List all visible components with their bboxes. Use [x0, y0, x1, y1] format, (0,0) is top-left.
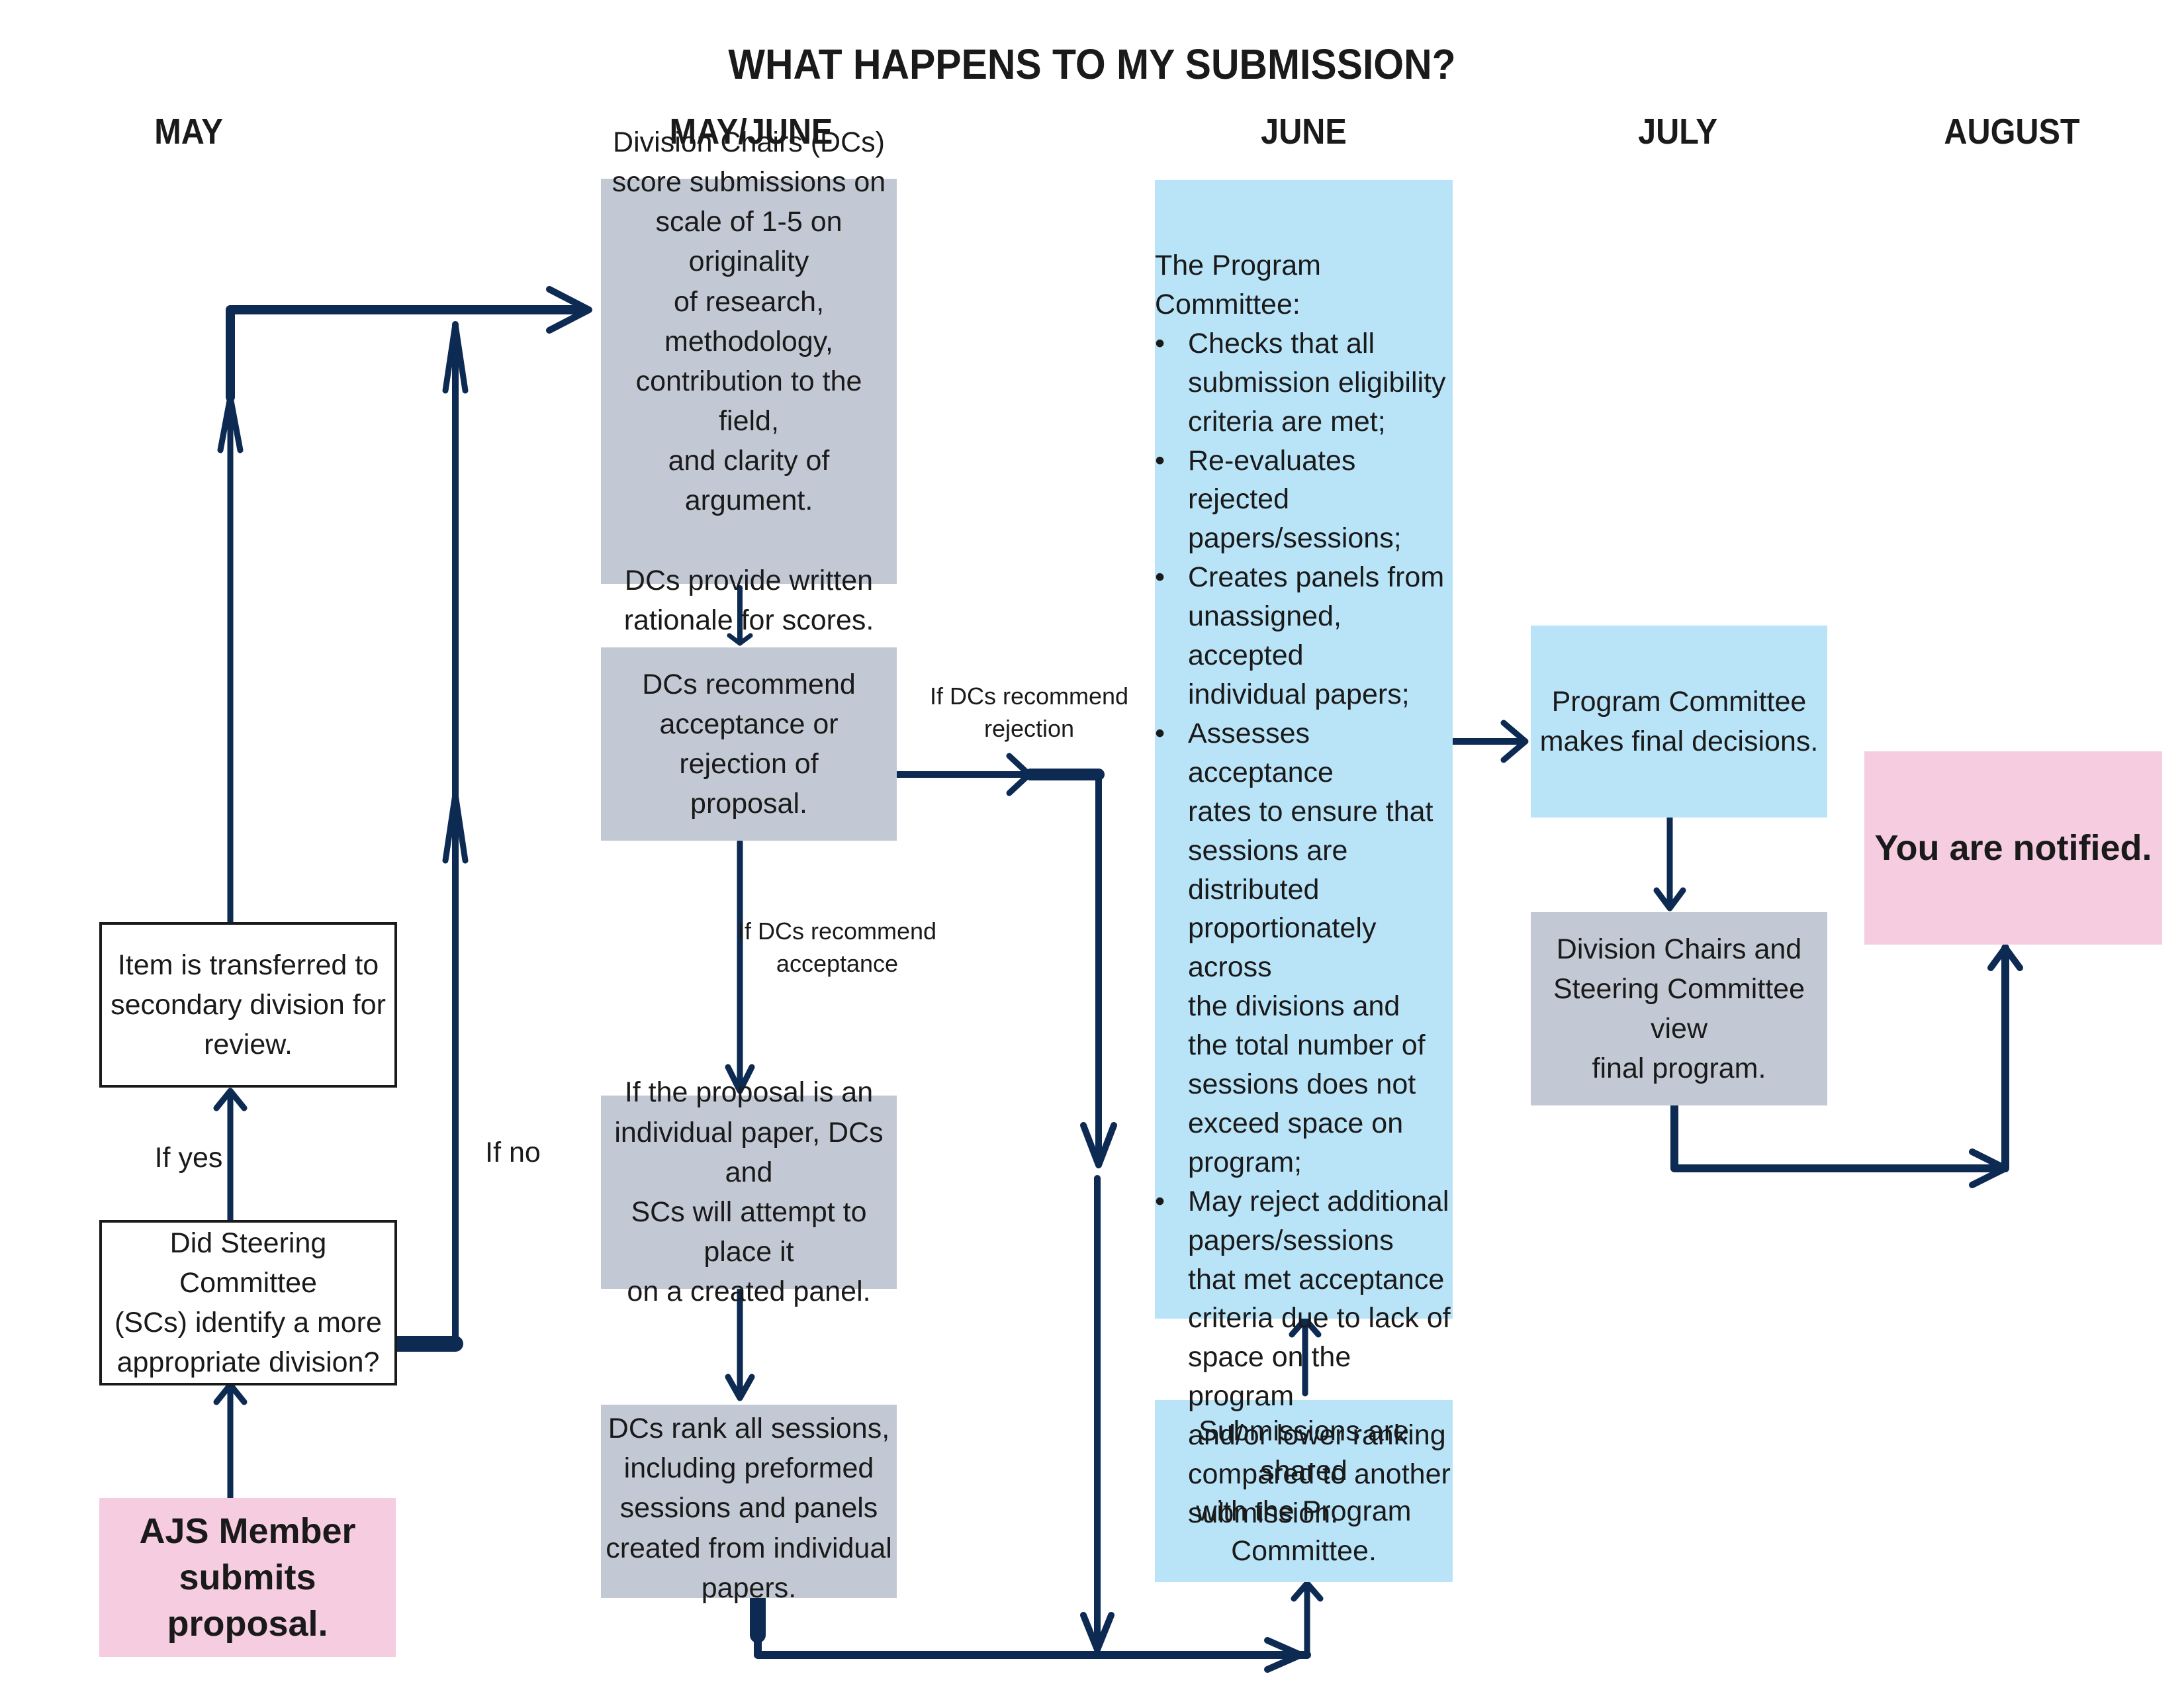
program-committee-box: The Program Committee: Checks that all s… — [1155, 180, 1453, 1529]
view-final-program-box: Division Chairs and Steering Committee v… — [1531, 912, 1827, 1105]
rank-sessions-box: DCs rank all sessions, including preform… — [601, 1405, 897, 1604]
program-committee-list: Checks that all submission eligibility c… — [1155, 324, 1453, 1533]
submit-proposal-box: AJS Member submits proposal. — [99, 1498, 396, 1657]
rejection-label: If DCs recommend rejection — [929, 682, 1129, 742]
arrow-view-to-notified — [1670, 944, 2009, 1172]
list-item: Assesses acceptance rates to ensure that… — [1155, 714, 1453, 1182]
individual-paper-box: If the proposal is an individual paper, … — [601, 1076, 897, 1307]
month-header-may-june: MAY/JUNE — [669, 112, 833, 152]
list-item: Re-evaluates rejected papers/sessions; — [1155, 442, 1453, 559]
notified-box: You are notified. — [1864, 751, 2162, 945]
month-header-august: AUGUST — [1944, 112, 2080, 152]
if-yes-label: If yes — [154, 1142, 223, 1174]
final-decisions-box: Program Committee makes final decisions. — [1531, 626, 1827, 818]
list-item: Creates panels from unassigned, accepted… — [1155, 558, 1453, 714]
month-header-june: JUNE — [1261, 112, 1347, 152]
list-item: May reject additional papers/sessions th… — [1155, 1182, 1453, 1533]
steering-committee-box: Did Steering Committee (SCs) identify a … — [99, 1220, 397, 1385]
acceptance-label: If DCs recommend acceptance — [737, 917, 937, 977]
recommend-box: DCs recommend acceptance or rejection of… — [601, 647, 897, 841]
page-title: WHAT HAPPENS TO MY SUBMISSION? — [728, 40, 1456, 88]
month-header-may: MAY — [154, 112, 223, 152]
transfer-box: Item is transferred to secondary divisio… — [99, 922, 397, 1088]
list-item: Checks that all submission eligibility c… — [1155, 324, 1453, 442]
month-header-july: JULY — [1638, 112, 1717, 152]
if-no-label: If no — [485, 1137, 541, 1168]
score-submissions-box: Division Chairs (DCs) score submissions … — [601, 126, 897, 636]
program-committee-intro: The Program Committee: — [1155, 250, 1321, 320]
